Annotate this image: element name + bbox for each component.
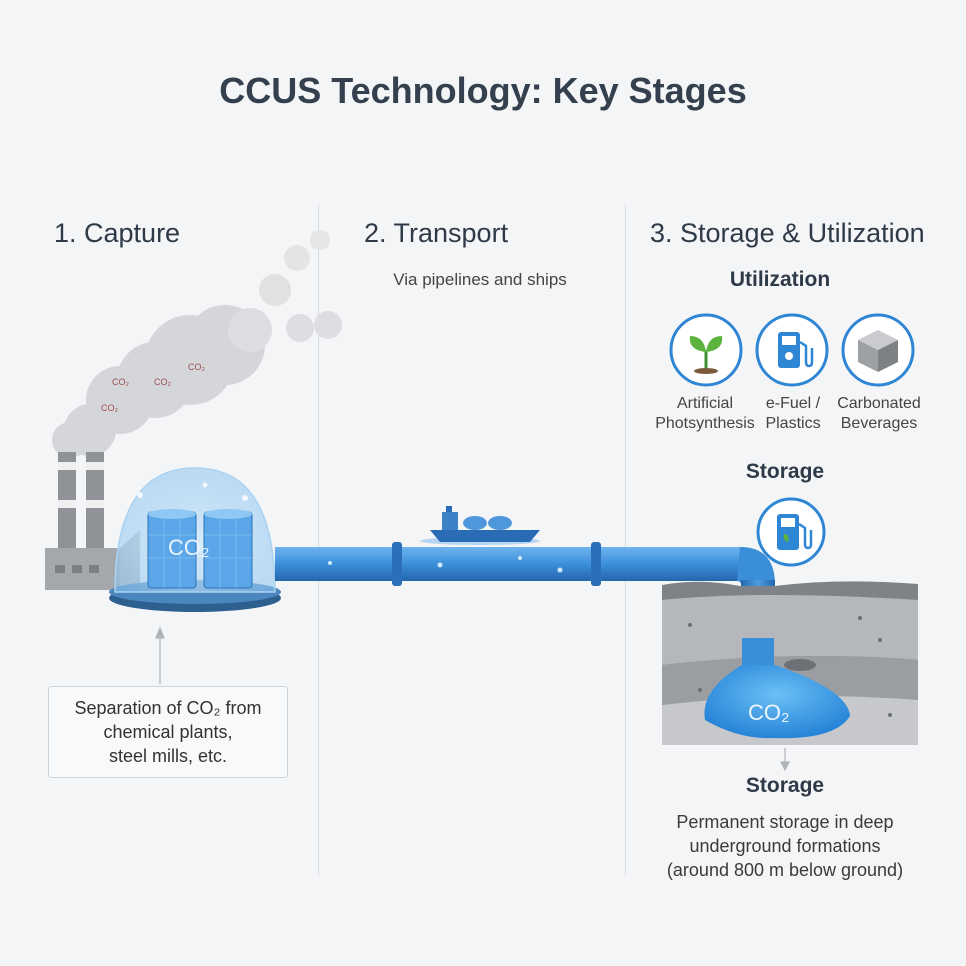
storage-arrow — [780, 748, 790, 772]
fuel-pump-icon — [754, 312, 830, 388]
divider-1 — [318, 205, 319, 875]
smoke-co2-label: CO₂ — [154, 377, 171, 387]
plant-sprout-icon — [668, 312, 744, 388]
storage-title-bottom: Storage — [745, 774, 825, 797]
smoke-co2-label: CO₂ — [188, 362, 205, 372]
utilization-item-label: e-Fuel / Plastics — [765, 395, 821, 432]
dome-co2-label: CO₂ — [168, 535, 210, 560]
smoke-co2-label: CO₂ — [112, 377, 129, 387]
utilization-item-label: Carbonated Beverages — [837, 395, 921, 432]
storage-description: Permanent storage in deep underground fo… — [666, 812, 904, 880]
storage-utilization-heading: 3. Storage & Utilization — [650, 218, 925, 248]
utilization-item-label: Artificial Photsynthesis — [655, 395, 755, 432]
page-title: CCUS Technology: Key Stages — [219, 70, 747, 111]
capture-arrow — [155, 626, 165, 684]
capture-dome — [109, 467, 281, 612]
smoke-cloud — [52, 230, 342, 458]
underground-co2-label: CO₂ — [748, 700, 790, 725]
fuel-pump-icon — [755, 496, 827, 568]
capture-note-line: chemical plants, — [103, 722, 233, 742]
transport-subtitle: Via pipelines and ships — [393, 270, 567, 289]
storage-title-top: Storage — [745, 460, 825, 483]
smoke-co2-label: CO₂ — [101, 403, 118, 413]
divider-2 — [625, 205, 626, 875]
ship — [420, 506, 540, 545]
capture-note-line: Separation of CO₂ from — [74, 698, 262, 718]
transport-heading: 2. Transport — [364, 218, 509, 248]
capture-note: Separation of CO₂ from chemical plants, … — [48, 686, 288, 778]
co2-reservoir — [704, 638, 850, 739]
cube-icon — [840, 312, 916, 388]
capture-heading: 1. Capture — [54, 218, 181, 248]
utilization-title: Utilization — [729, 268, 831, 291]
capture-note-line: steel mills, etc. — [108, 746, 228, 766]
